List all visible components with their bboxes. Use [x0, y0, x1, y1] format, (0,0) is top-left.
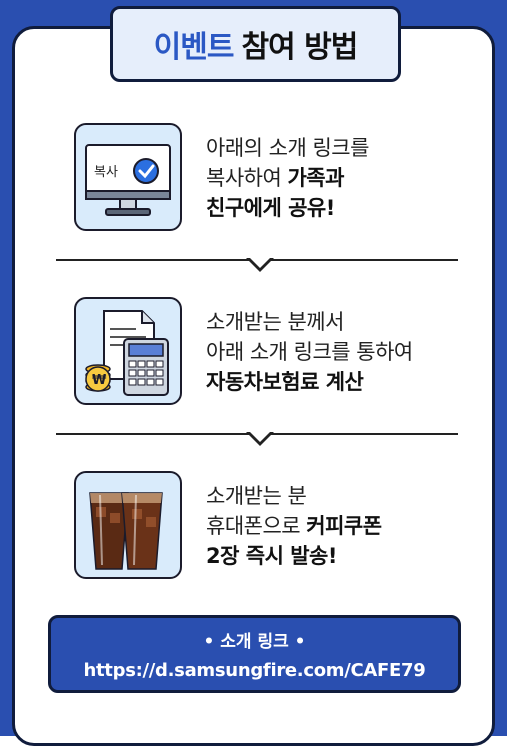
step-3: 소개받는 분 휴대폰으로 커피쿠폰 2장 즉시 발송!: [56, 471, 458, 591]
step-1-text: 아래의 소개 링크를 복사하여 가족과 친구에게 공유!: [206, 133, 466, 223]
step-3-line-1: 소개받는 분: [206, 484, 307, 508]
title-highlight: 이벤트: [153, 30, 235, 65]
title-rest: 참여 방법: [241, 30, 358, 65]
step-divider: [56, 257, 458, 272]
step-divider: [56, 431, 458, 446]
won-symbol: ₩: [92, 373, 107, 388]
step-1-line-2: 복사하여 가족과: [206, 166, 344, 190]
step-1-line-3: 친구에게 공유!: [206, 196, 335, 220]
step-3-line-3: 2장 즉시 발송!: [206, 544, 337, 568]
step-2-text: 소개받는 분께서 아래 소개 링크를 통하여 자동차보험료 계산: [206, 307, 466, 397]
step-1: 복사 아래의 소개 링크를 복사하여 가족과 친구에게 공유!: [56, 123, 458, 243]
monitor-copy-icon: 복사: [74, 123, 182, 231]
step-1-line-1: 아래의 소개 링크를: [206, 136, 369, 160]
calculator-document-icon: ₩: [74, 297, 182, 405]
step-3-text: 소개받는 분 휴대폰으로 커피쿠폰 2장 즉시 발송!: [206, 481, 466, 571]
step-2-line-1: 소개받는 분께서: [206, 310, 344, 334]
step-2-line-3: 자동차보험료 계산: [206, 370, 364, 394]
referral-link-title: • 소개 링크 •: [203, 632, 306, 652]
page-title: 이벤트 참여 방법: [110, 6, 401, 82]
iced-coffee-icon: [74, 471, 182, 579]
referral-link-url[interactable]: https://d.samsungfire.com/CAFE79: [83, 660, 426, 681]
step-3-line-2: 휴대폰으로 커피쿠폰: [206, 514, 382, 538]
referral-link-box[interactable]: • 소개 링크 • https://d.samsungfire.com/CAFE…: [48, 615, 461, 693]
step-2: ₩ 소개받는 분께서 아래 소개 링크를 통하여 자동차보험료 계산: [56, 297, 458, 417]
copy-label: 복사: [94, 165, 118, 180]
step-2-line-2: 아래 소개 링크를 통하여: [206, 340, 413, 364]
